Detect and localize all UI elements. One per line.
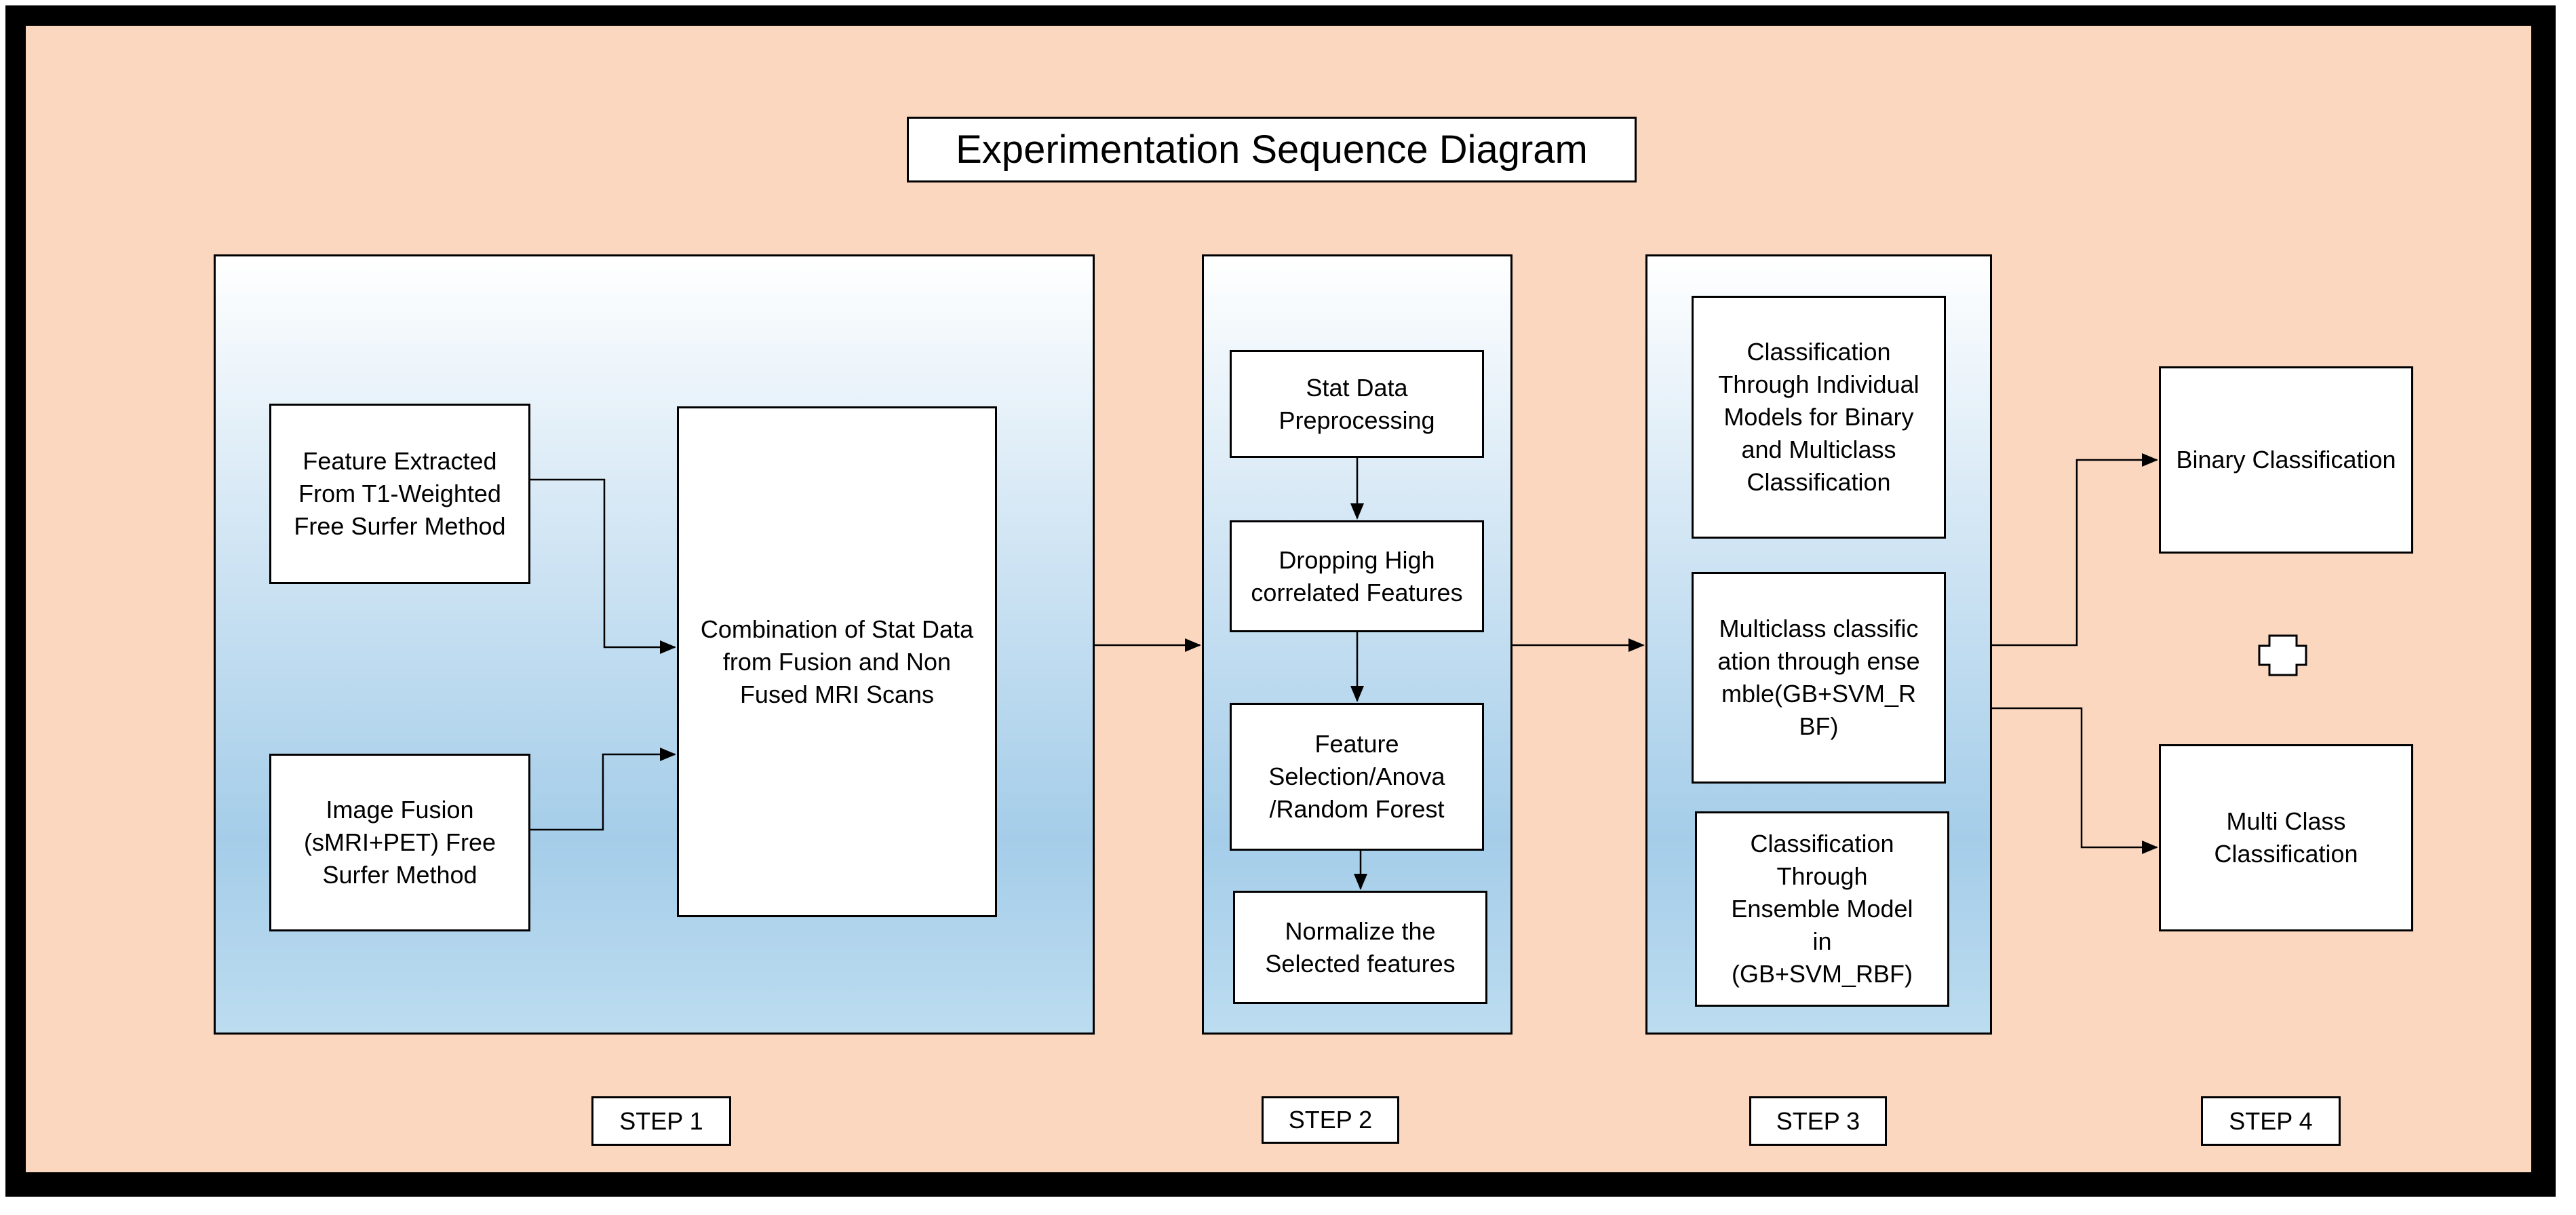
combination-node: Combination of Stat Data from Fusion and…: [677, 406, 997, 917]
dropping-node: Dropping High correlated Features: [1230, 520, 1484, 632]
individual-models-node: Classification Through Individual Models…: [1692, 296, 1946, 539]
normalize-node: Normalize the Selected features: [1233, 891, 1487, 1004]
step-label-3: STEP 3: [1749, 1096, 1887, 1146]
diagram-title: Experimentation Sequence Diagram: [907, 117, 1637, 182]
step-label-4: STEP 4: [2201, 1096, 2341, 1146]
ensemble-model-node: Classification Through Ensemble Model in…: [1695, 811, 1949, 1007]
dropping-label: Dropping High correlated Features: [1251, 545, 1463, 606]
step-label-2: STEP 2: [1262, 1096, 1399, 1144]
binary-classification-node: Binary Classification: [2159, 366, 2413, 554]
step-label-1: STEP 1: [591, 1096, 731, 1146]
ensemble-model-label: Classification Through Ensemble Model in…: [1731, 830, 1913, 988]
multi-class-classification-node: Multi Class Classification: [2159, 744, 2413, 931]
preprocessing-node: Stat Data Preprocessing: [1230, 350, 1484, 458]
feature-extracted-node: Feature Extracted From T1-Weighted Free …: [269, 404, 530, 584]
ensemble-multiclass-label: Multiclass classification through ensemb…: [1717, 615, 1920, 740]
feature-extracted-label: Feature Extracted From T1-Weighted Free …: [294, 447, 506, 540]
image-fusion-node: Image Fusion (sMRI+PET) Free Surfer Meth…: [269, 754, 530, 931]
normalize-label: Normalize the Selected features: [1265, 917, 1456, 978]
ensemble-multiclass-node: Multiclass classification through ensemb…: [1692, 572, 1946, 784]
feature-selection-label: Feature Selection/Anova /Random Forest: [1268, 730, 1445, 823]
combination-label: Combination of Stat Data from Fusion and…: [700, 615, 974, 708]
binary-classification-label: Binary Classification: [2176, 446, 2396, 474]
preprocessing-label: Stat Data Preprocessing: [1279, 373, 1435, 434]
feature-selection-node: Feature Selection/Anova /Random Forest: [1230, 703, 1484, 851]
individual-models-label: Classification Through Individual Models…: [1718, 338, 1919, 496]
image-fusion-label: Image Fusion (sMRI+PET) Free Surfer Meth…: [303, 796, 496, 889]
multi-class-classification-label: Multi Class Classification: [2214, 807, 2358, 868]
